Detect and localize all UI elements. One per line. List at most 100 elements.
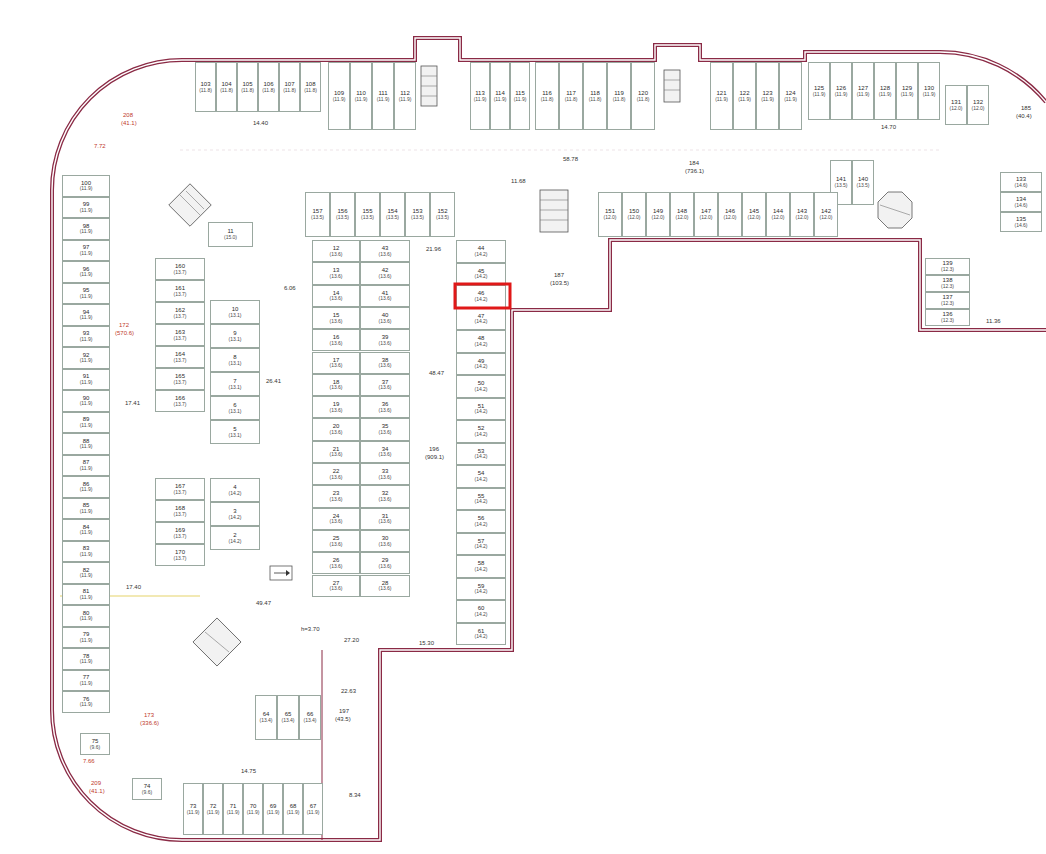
parking-space: 39(13.6) bbox=[360, 329, 410, 351]
space-area: (11.8) bbox=[283, 88, 296, 94]
parking-space: 104(11.8) bbox=[216, 62, 237, 112]
parking-space: 7(13.1) bbox=[210, 372, 260, 396]
space-number: 95 bbox=[83, 287, 90, 294]
space-area: (14.2) bbox=[474, 342, 487, 348]
parking-space: 9(13.1) bbox=[210, 324, 260, 348]
space-area: (14.2) bbox=[474, 634, 487, 640]
parking-space: 47(14.2) bbox=[456, 308, 506, 331]
space-area: (13.7) bbox=[173, 402, 186, 408]
space-area: (11.9) bbox=[80, 423, 93, 429]
room-label: (336.6) bbox=[139, 720, 160, 726]
parking-space: 29(13.6) bbox=[360, 552, 410, 574]
dimension-label: 11.68 bbox=[510, 178, 527, 184]
parking-space: 67(11.9) bbox=[303, 783, 323, 835]
parking-space: 125(11.9) bbox=[808, 62, 830, 120]
space-number: 69 bbox=[270, 803, 277, 810]
space-area: (13.6) bbox=[378, 252, 391, 258]
parking-space: 164(13.7) bbox=[155, 346, 205, 368]
space-area: (13.6) bbox=[329, 296, 342, 302]
room-label: (43.5) bbox=[334, 716, 352, 722]
space-area: (13.1) bbox=[228, 433, 241, 439]
parking-space: 107(11.8) bbox=[279, 62, 300, 112]
space-number: 43 bbox=[382, 245, 389, 252]
space-area: (13.5) bbox=[834, 183, 847, 189]
space-number: 89 bbox=[83, 416, 90, 423]
space-area: (13.6) bbox=[378, 430, 391, 436]
space-area: (13.6) bbox=[329, 341, 342, 347]
space-area: (11.9) bbox=[813, 92, 826, 98]
parking-space: 26(13.6) bbox=[312, 552, 360, 574]
parking-space: 138(12.3) bbox=[925, 275, 970, 292]
space-number: 57 bbox=[478, 538, 485, 545]
space-area: (13.4) bbox=[281, 718, 294, 724]
parking-space: 88(11.9) bbox=[62, 433, 110, 455]
parking-space: 24(13.6) bbox=[312, 508, 360, 530]
space-number: 71 bbox=[230, 803, 237, 810]
space-area: (11.8) bbox=[589, 97, 602, 103]
parking-space: 56(14.2) bbox=[456, 510, 506, 533]
space-area: (13.6) bbox=[378, 497, 391, 503]
parking-space: 153(13.5) bbox=[405, 192, 430, 237]
room-label: 172 bbox=[118, 322, 130, 328]
parking-space: 20(13.6) bbox=[312, 418, 360, 440]
space-number: 46 bbox=[478, 290, 485, 297]
space-number: 104 bbox=[221, 81, 231, 88]
stair-symbol bbox=[540, 190, 568, 232]
space-number: 107 bbox=[284, 81, 294, 88]
stair-symbol bbox=[193, 618, 241, 666]
space-number: 168 bbox=[175, 505, 185, 512]
parking-space: 54(14.2) bbox=[456, 465, 506, 488]
space-area: (12.3) bbox=[941, 267, 954, 273]
space-number: 133 bbox=[1016, 176, 1026, 183]
space-area: (9.6) bbox=[90, 745, 100, 751]
space-number: 106 bbox=[263, 81, 273, 88]
parking-space: 75(9.6) bbox=[80, 733, 110, 755]
parking-space: 161(13.7) bbox=[155, 280, 205, 302]
space-area: (11.9) bbox=[901, 92, 914, 98]
space-number: 118 bbox=[590, 90, 600, 97]
space-number: 52 bbox=[478, 425, 485, 432]
parking-space: 157(13.5) bbox=[305, 192, 330, 237]
space-area: (11.9) bbox=[80, 530, 93, 536]
space-area: (13.6) bbox=[329, 252, 342, 258]
space-number: 29 bbox=[382, 557, 389, 564]
space-area: (11.8) bbox=[262, 88, 275, 94]
space-number: 152 bbox=[437, 208, 447, 215]
space-number: 7 bbox=[233, 378, 236, 385]
space-area: (13.1) bbox=[228, 361, 241, 367]
space-number: 35 bbox=[382, 423, 389, 430]
stair-step bbox=[540, 200, 568, 201]
space-number: 21 bbox=[333, 446, 340, 453]
space-area: (14.2) bbox=[474, 274, 487, 280]
parking-space: 139(12.3) bbox=[925, 258, 970, 275]
stair-step bbox=[421, 76, 437, 77]
space-area: (14.2) bbox=[474, 522, 487, 528]
parking-space: 137(12.3) bbox=[925, 292, 970, 309]
space-area: (11.9) bbox=[80, 380, 93, 386]
space-area: (13.1) bbox=[228, 385, 241, 391]
space-number: 78 bbox=[83, 653, 90, 660]
space-number: 17 bbox=[333, 357, 340, 364]
space-area: (13.6) bbox=[329, 542, 342, 548]
space-area: (13.6) bbox=[378, 452, 391, 458]
space-number: 157 bbox=[312, 208, 322, 215]
parking-space: 11(15.0) bbox=[208, 222, 253, 247]
space-number: 58 bbox=[478, 560, 485, 567]
space-number: 165 bbox=[175, 373, 185, 380]
space-area: (11.9) bbox=[80, 659, 93, 665]
parking-space: 91(11.9) bbox=[62, 369, 110, 391]
space-number: 14 bbox=[333, 290, 340, 297]
space-number: 3 bbox=[233, 508, 236, 515]
space-area: (12.0) bbox=[699, 215, 712, 221]
space-area: (13.5) bbox=[386, 215, 399, 221]
space-number: 20 bbox=[333, 423, 340, 430]
parking-space: 5(13.1) bbox=[210, 420, 260, 444]
space-number: 24 bbox=[333, 513, 340, 520]
space-area: (12.0) bbox=[651, 215, 664, 221]
parking-space: 156(13.5) bbox=[330, 192, 355, 237]
space-area: (11.9) bbox=[187, 810, 200, 816]
parking-space: 18(13.6) bbox=[312, 374, 360, 396]
space-area: (12.3) bbox=[941, 284, 954, 290]
parking-space: 51(14.2) bbox=[456, 398, 506, 421]
space-number: 40 bbox=[382, 312, 389, 319]
